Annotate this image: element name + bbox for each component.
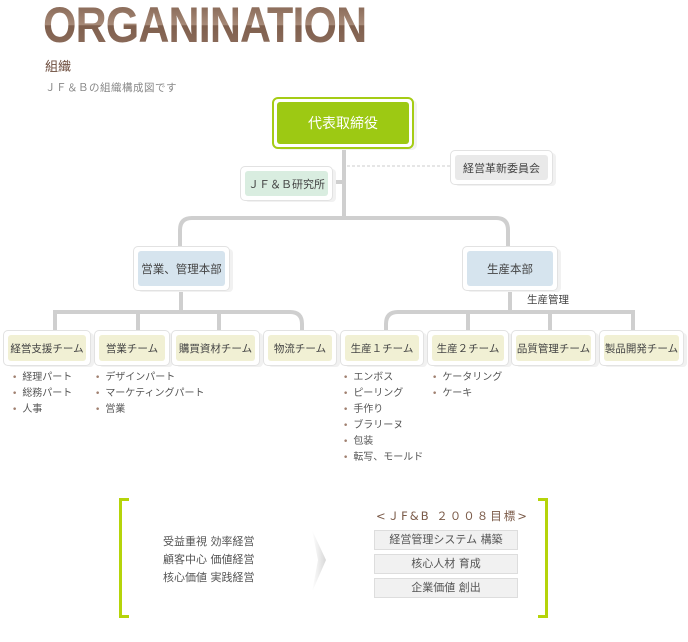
team-label: 生産２チーム xyxy=(432,335,504,361)
value-line: 受益重視 効率経営 xyxy=(163,535,255,548)
value-line: 核心価値 実践経営 xyxy=(163,571,255,584)
team-label: 購買資材チーム xyxy=(176,335,255,361)
list-item: デザインパート xyxy=(95,370,205,386)
ceo-label: 代表取締役 xyxy=(277,102,409,144)
page-title: ORGANINATION xyxy=(43,0,367,54)
page-subtitle: 組織 xyxy=(45,60,72,75)
list-item: ピーリング xyxy=(343,386,423,402)
dept-label: 営業、管理本部 xyxy=(138,251,225,286)
goal-item: 核心人材 育成 xyxy=(374,554,518,574)
list-item: ケーキ xyxy=(432,386,502,402)
management-values: 受益重視 効率経営 顧客中心 価値経営 核心価値 実践経営 xyxy=(163,533,255,587)
team-box[interactable]: 生産２チーム xyxy=(427,330,509,366)
team-item-list: デザインパート マーケティングパート 営業 xyxy=(95,370,205,418)
page-description: ＪＦ＆Ｂの組織構成図です xyxy=(45,82,177,94)
goals-title: <ＪF&B ２００８目標> xyxy=(376,509,529,523)
team-label: 経営支援チーム xyxy=(8,335,86,361)
list-item: ブラリーヌ xyxy=(343,418,423,434)
ceo-box[interactable]: 代表取締役 xyxy=(272,97,414,149)
team-box[interactable]: 物流チーム xyxy=(263,330,337,366)
list-item: 人事 xyxy=(12,402,72,418)
list-item: ケータリング xyxy=(432,370,502,386)
team-label: 物流チーム xyxy=(268,335,332,361)
value-line: 顧客中心 価値経営 xyxy=(163,553,255,566)
team-item-list: エンボス ピーリング 手作り ブラリーヌ 包装 転写、モールド xyxy=(343,370,423,466)
team-label: 生産１チーム xyxy=(345,335,419,361)
dept-production[interactable]: 生産本部 xyxy=(462,246,558,291)
committee-label: 経営革新委員会 xyxy=(455,155,548,180)
list-item: 経理パート xyxy=(12,370,72,386)
goal-item: 企業価値 創出 xyxy=(374,578,518,598)
list-item: 転写、モールド xyxy=(343,450,423,466)
team-label: 製品開発チーム xyxy=(604,335,679,361)
lab-label: ＪＦ＆Ｂ研究所 xyxy=(245,171,328,196)
connector-departments xyxy=(178,216,510,248)
list-item: 手作り xyxy=(343,402,423,418)
arrow-chevron-icon xyxy=(312,530,326,592)
team-item-list: ケータリング ケーキ xyxy=(432,370,502,402)
list-item: エンボス xyxy=(343,370,423,386)
team-label: 品質管理チーム xyxy=(516,335,591,361)
team-box[interactable]: 品質管理チーム xyxy=(511,330,596,366)
list-item: 営業 xyxy=(95,402,205,418)
team-box[interactable]: 営業チーム xyxy=(94,330,170,366)
production-management-note: 生産管理 xyxy=(527,294,569,306)
right-bracket xyxy=(538,498,548,618)
list-item: 包装 xyxy=(343,434,423,450)
team-box[interactable]: 製品開発チーム xyxy=(599,330,684,366)
lab-box[interactable]: ＪＦ＆Ｂ研究所 xyxy=(240,166,333,201)
left-bracket xyxy=(119,498,129,618)
dept-label: 生産本部 xyxy=(467,251,553,286)
dept-sales-admin[interactable]: 営業、管理本部 xyxy=(133,246,230,291)
team-label: 営業チーム xyxy=(99,335,165,361)
list-item: マーケティングパート xyxy=(95,386,204,402)
team-item-list: 経理パート 総務パート 人事 xyxy=(12,370,72,418)
team-box[interactable]: 経営支援チーム xyxy=(3,330,91,366)
list-item: 総務パート xyxy=(12,386,72,402)
goal-item: 経営管理システム 構築 xyxy=(374,530,518,550)
committee-box[interactable]: 経営革新委員会 xyxy=(450,150,553,185)
connector-left-teams xyxy=(53,310,304,330)
connector-right-teams xyxy=(384,310,635,330)
team-box[interactable]: 購買資材チーム xyxy=(171,330,260,366)
team-box[interactable]: 生産１チーム xyxy=(340,330,424,366)
